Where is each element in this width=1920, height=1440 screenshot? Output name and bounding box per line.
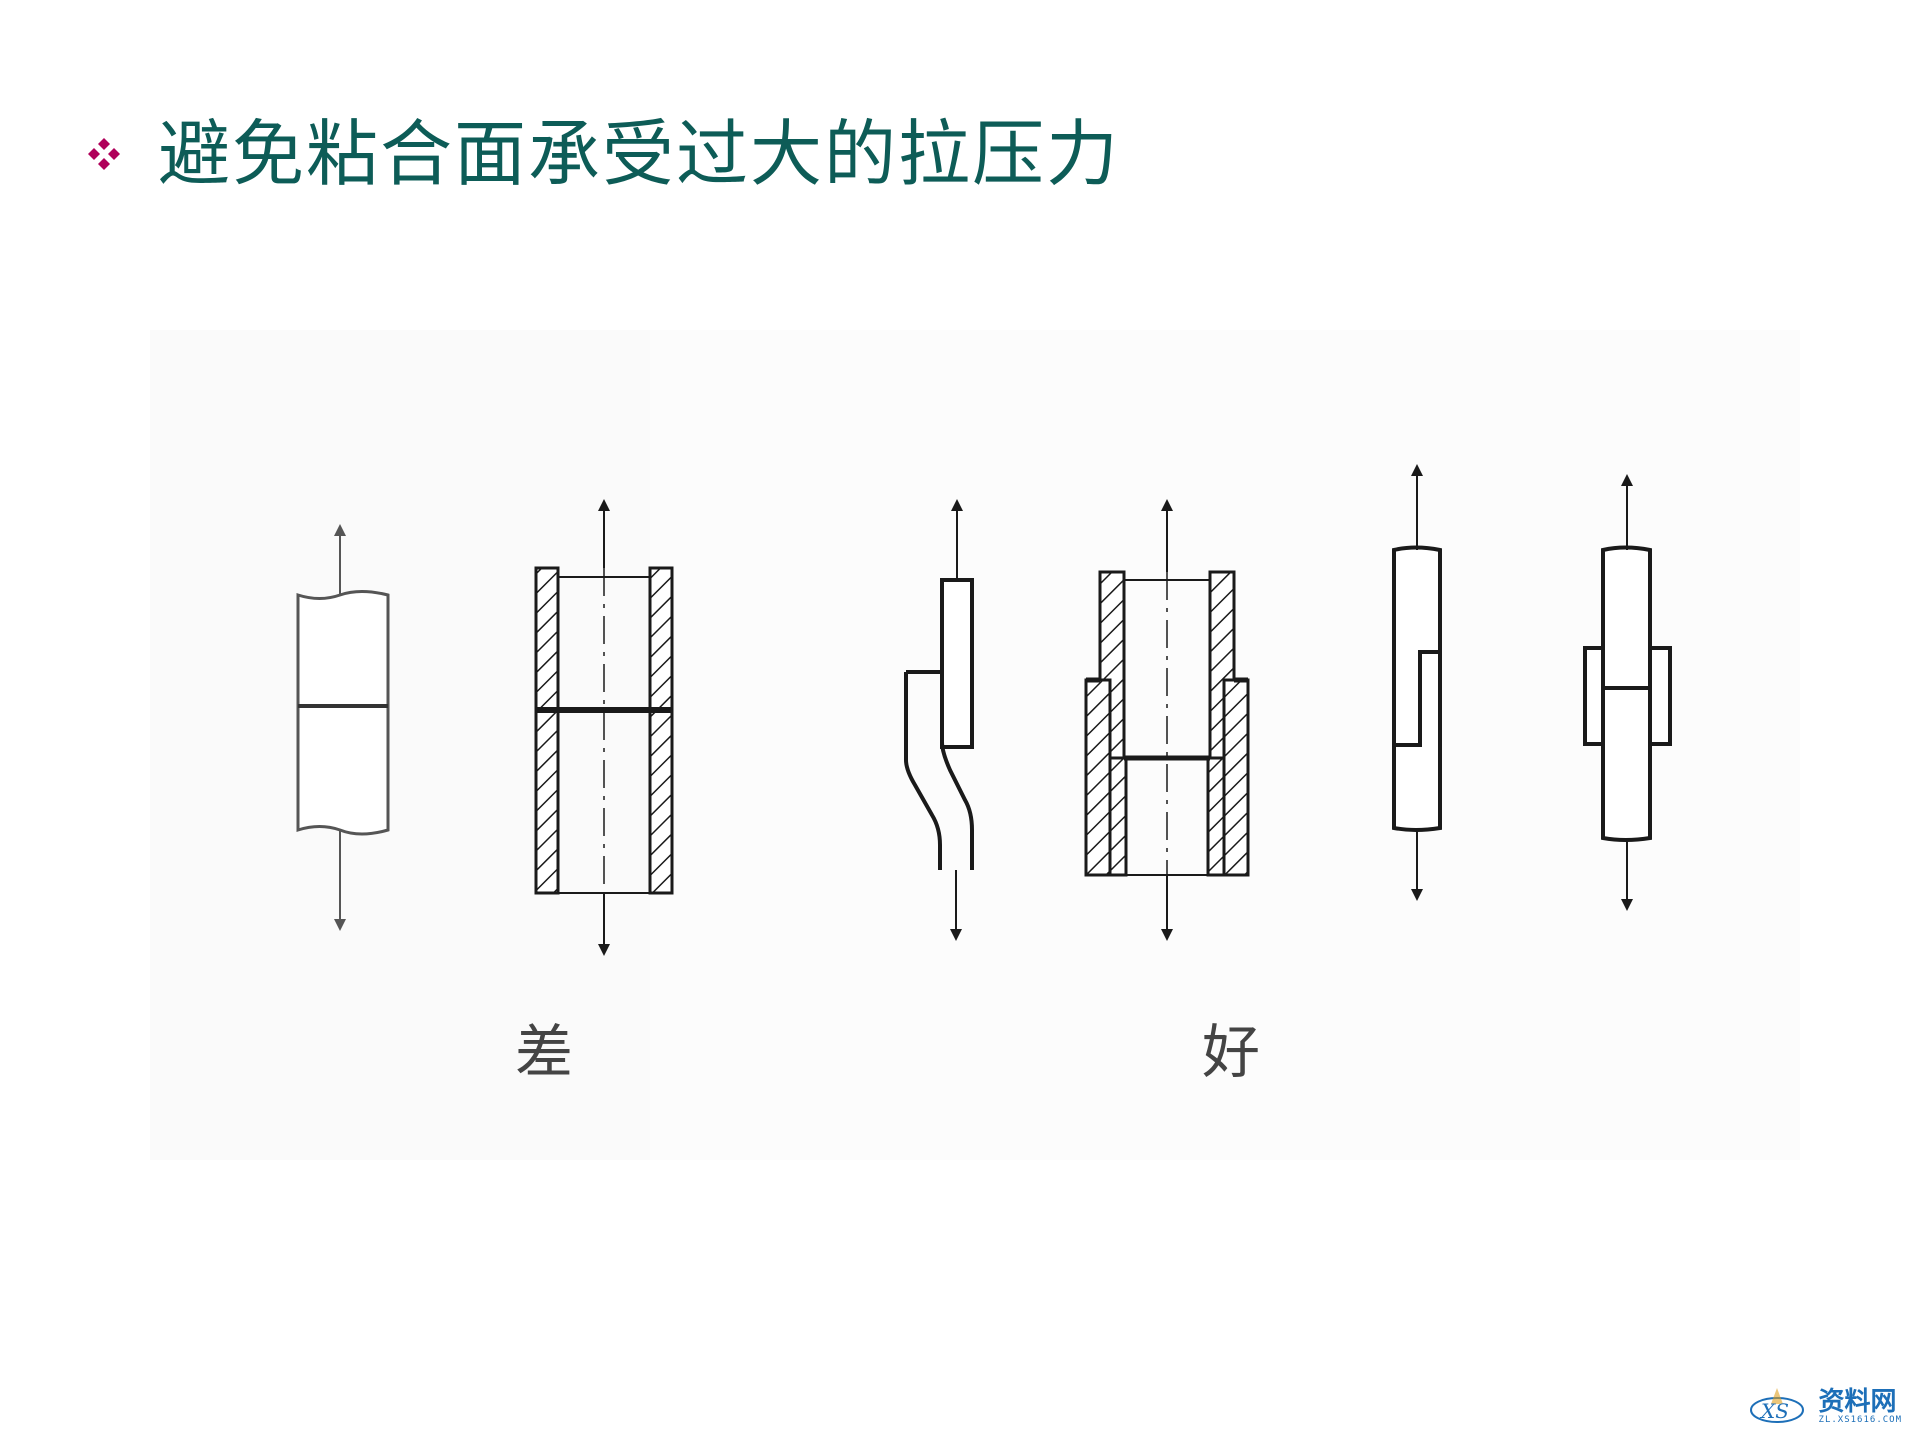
watermark-text: 资料网 ZL.XS1616.COM [1819,1389,1902,1425]
double-strap-joint [1583,474,1672,911]
xs-logo-icon: XS [1749,1388,1804,1423]
caption-bad: 差 [515,1018,574,1086]
butt-joint-tube [534,499,674,956]
svg-text:XS: XS [1759,1399,1789,1423]
title-row: 避免粘合面承受过大的拉压力 [84,118,1120,190]
joggle-lap-joint [904,499,974,941]
sleeve-tube-joint [1084,499,1250,941]
watermark-main: 资料网 [1818,1387,1897,1417]
slide-title: 避免粘合面承受过大的拉压力 [158,112,1121,196]
caption-good: 好 [1202,1018,1261,1086]
figure-background-left [150,330,650,1160]
stepped-lap-joint [1392,464,1442,901]
four-diamond-bullet-icon [88,138,120,170]
watermark-url: ZL.XS1616.COM [1818,1415,1902,1425]
watermark: XS 资料网 ZL.XS1616.COM [1747,1382,1902,1432]
butt-joint-bar [296,524,390,931]
